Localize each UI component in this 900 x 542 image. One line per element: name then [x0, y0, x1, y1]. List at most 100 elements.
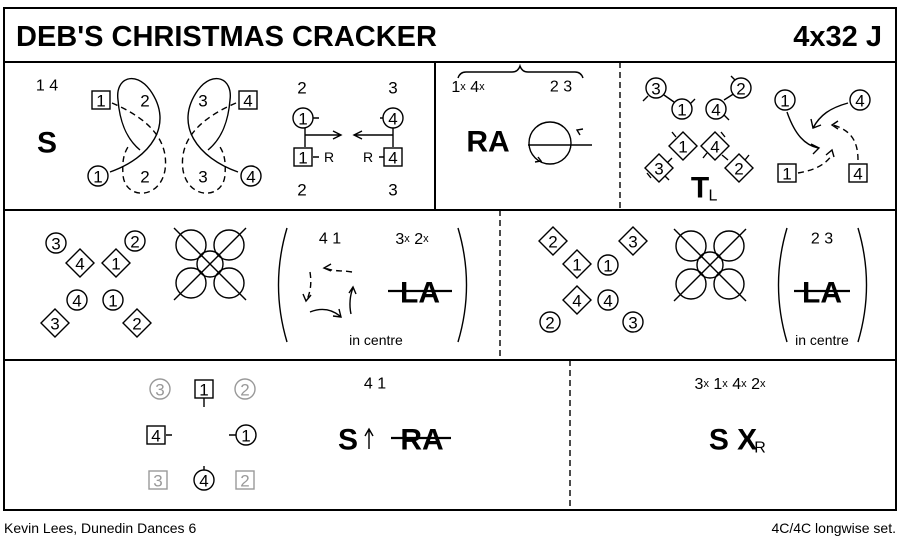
dancer-number: 3 — [628, 314, 637, 333]
dancer-number: 2 — [240, 472, 249, 491]
man-dancer: 1 — [774, 89, 796, 111]
dancer-number: 2 — [545, 314, 554, 333]
dancer-number: 4 — [855, 92, 864, 111]
square-marker — [194, 379, 214, 399]
footer-source: Kevin Lees, Dunedin Dances 6 — [4, 520, 196, 536]
man-dancer: 4 — [382, 107, 404, 129]
figure-left-hands-across: LA — [802, 277, 842, 310]
diamond-marker — [40, 308, 70, 338]
bar-numbers: 3x 2x — [395, 231, 429, 248]
woman-dancer: 4 — [562, 285, 592, 315]
man-dancer: 1 — [102, 289, 124, 311]
woman-dancer: 3 — [644, 153, 674, 183]
circle-marker — [45, 232, 67, 254]
woman-dancer: 3 — [148, 470, 168, 491]
circle-marker — [102, 289, 124, 311]
man-dancer: 3 — [45, 232, 67, 254]
dancer-number: 4 — [151, 427, 160, 446]
man-dancer: 1 — [292, 107, 314, 129]
man-dancer: 3 — [149, 378, 171, 400]
dancer-number: 3 — [155, 381, 164, 400]
bar-numbers: 3x 1x 4x 2x — [695, 376, 766, 393]
dancer-number: 4 — [710, 138, 719, 157]
dancer-number: 1 — [780, 92, 789, 111]
dancer-number: 4 — [572, 292, 581, 311]
dancer-number: 1 — [678, 138, 687, 157]
man-dancer: 4 — [705, 98, 727, 120]
circle-marker — [597, 289, 619, 311]
footer-formation: 4C/4C longwise set. — [771, 520, 896, 536]
diamond-marker — [668, 131, 698, 161]
figure-set-cross: S X — [709, 424, 757, 457]
woman-dancer: 2 — [235, 470, 255, 491]
square-marker — [383, 147, 403, 167]
hand-label: R — [324, 149, 334, 165]
man-dancer: 3 — [645, 77, 667, 99]
woman-dancer: 1 — [194, 379, 214, 400]
circle-marker — [292, 107, 314, 129]
figure-right-hands-across: RA — [400, 424, 443, 457]
circle-marker — [66, 289, 88, 311]
bar-numbers: 1x 4x — [451, 79, 485, 96]
dancer-number: 2 — [132, 315, 141, 334]
woman-dancer: 2 — [538, 226, 568, 256]
woman-dancer: 1 — [562, 249, 592, 279]
reel-symbol — [673, 228, 747, 302]
dancer-number: 3 — [654, 160, 663, 179]
circle-marker — [849, 89, 871, 111]
note-in-centre: in centre — [795, 332, 849, 348]
man-dancer: 4 — [193, 469, 215, 491]
square-marker — [148, 470, 168, 490]
circle-marker — [622, 311, 644, 333]
dance-title: DEB'S CHRISTMAS CRACKER — [16, 21, 437, 53]
circle-marker — [124, 230, 146, 252]
man-dancer: 4 — [66, 289, 88, 311]
dancer-number: 1 — [782, 165, 791, 184]
dancer-number: 2 — [736, 80, 745, 99]
circle-marker — [597, 254, 619, 276]
dancer-number: 2 — [130, 233, 139, 252]
dancer-number: 3 — [153, 472, 162, 491]
figure-left-hands-across: LA — [400, 277, 440, 310]
circle-marker — [234, 378, 256, 400]
diamond-marker — [724, 153, 754, 183]
bar-numbers: 2 3 — [550, 79, 572, 96]
dancer-number: 4 — [853, 165, 862, 184]
dancer-number: 1 — [677, 101, 686, 120]
dancer-number: 1 — [96, 92, 105, 111]
man-dancer: 1 — [235, 424, 257, 446]
hand-label: R — [363, 149, 373, 165]
dancer-number: 1 — [199, 381, 208, 400]
diamond-marker — [101, 248, 131, 278]
figure-cross-hand: R — [754, 440, 766, 457]
diamond-marker — [122, 308, 152, 338]
square-marker — [235, 470, 255, 490]
man-dancer: 1 — [671, 98, 693, 120]
dancer-position: 3 — [198, 92, 207, 111]
dancer-number: 1 — [111, 255, 120, 274]
woman-dancer: 2 — [122, 308, 152, 338]
note-in-centre: in centre — [349, 332, 403, 348]
figure-turn-hand: L — [709, 188, 718, 205]
man-dancer: 4 — [240, 165, 262, 187]
diamond-marker — [562, 249, 592, 279]
dancer-number: 4 — [388, 110, 397, 129]
circle-marker — [240, 165, 262, 187]
diamond-marker — [562, 285, 592, 315]
woman-dancer: 1 — [777, 163, 797, 184]
man-dancer: 4 — [849, 89, 871, 111]
figure-setting: S — [37, 127, 57, 160]
man-dancer: 3 — [622, 311, 644, 333]
circle-marker — [774, 89, 796, 111]
woman-dancer: 1 — [668, 131, 698, 161]
dancer-number: 1 — [108, 292, 117, 311]
rights-symbol — [457, 63, 592, 165]
figure-turn: T — [691, 172, 709, 205]
figure-set-advance: S — [338, 424, 358, 457]
man-dancer: 2 — [124, 230, 146, 252]
bar-numbers: 1 4 — [36, 78, 58, 95]
bar-numbers: 4 1 — [364, 376, 386, 393]
circle-marker — [149, 378, 171, 400]
dancer-number: 1 — [298, 110, 307, 129]
dancer-position: 2 — [140, 92, 149, 111]
